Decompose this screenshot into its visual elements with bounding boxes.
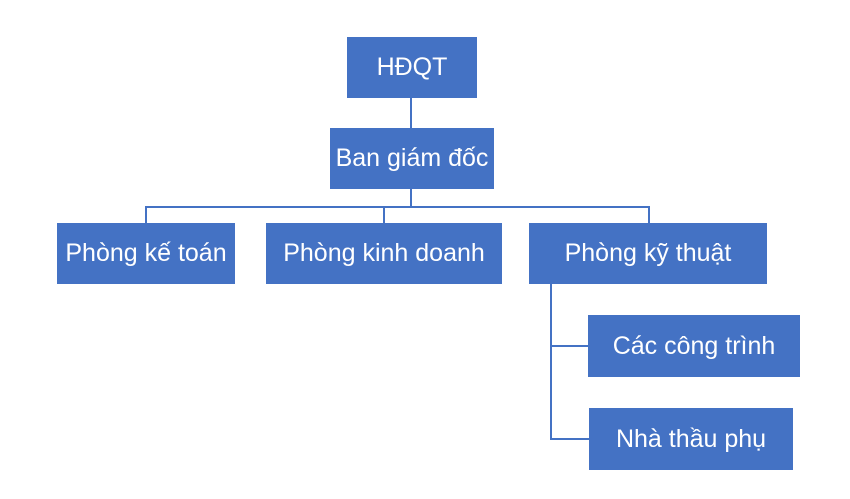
- connector-drop-phong-ky-thuat: [648, 206, 650, 223]
- org-node-nha-thau-phu: Nhà thầu phụ: [589, 408, 793, 470]
- connector-phong-ky-thuat-down: [550, 284, 552, 440]
- org-node-phong-ke-toan: Phòng kế toán: [57, 223, 235, 284]
- org-node-ban-giam-doc: Ban giám đốc: [330, 128, 494, 189]
- connector-ban-giam-doc-down: [410, 189, 412, 207]
- org-node-cac-cong-trinh: Các công trình: [588, 315, 800, 377]
- connector-drop-phong-ke-toan: [145, 206, 147, 223]
- org-node-phong-ky-thuat: Phòng kỹ thuật: [529, 223, 767, 284]
- connector-stub-nha-thau-phu: [550, 438, 589, 440]
- connector-level3-horizontal: [145, 206, 650, 208]
- org-node-phong-kinh-doanh: Phòng kinh doanh: [266, 223, 502, 284]
- org-node-hdqt: HĐQT: [347, 37, 477, 98]
- connector-drop-phong-kinh-doanh: [383, 206, 385, 223]
- connector-stub-cac-cong-trinh: [550, 345, 588, 347]
- connector-hdqt-to-ban-giam-doc: [410, 98, 412, 128]
